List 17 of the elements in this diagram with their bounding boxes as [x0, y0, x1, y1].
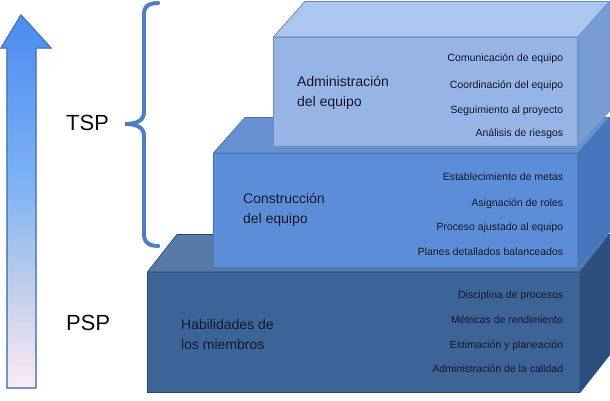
block-item: Estimación y planeación — [450, 338, 563, 352]
block-item: Proceso ajustado al equipo — [436, 220, 563, 234]
block-item: Asignación de roles — [471, 196, 563, 210]
tier-label: TSP — [66, 110, 109, 136]
block-title: Construcción del equipo — [243, 189, 326, 228]
tier-label: PSP — [66, 310, 110, 336]
block-item: Seguimiento al proyecto — [450, 103, 563, 117]
block-item: Análisis de riesgos — [475, 126, 563, 140]
block-item: Métricas de rendimiento — [450, 313, 563, 327]
block-title: Habilidades de los miembros — [181, 315, 275, 354]
block-item: Disciplina de procesos — [458, 288, 563, 302]
block-item: Planes detallados balanceados — [418, 245, 563, 259]
block-item: Administración de la calidad — [432, 362, 563, 376]
block-title: Administración del equipo — [297, 72, 390, 111]
block-item: Coordinación del equipo — [450, 78, 563, 92]
block-item: Comunicación de equipo — [447, 51, 563, 65]
block-item: Establecimiento de metas — [442, 170, 563, 184]
